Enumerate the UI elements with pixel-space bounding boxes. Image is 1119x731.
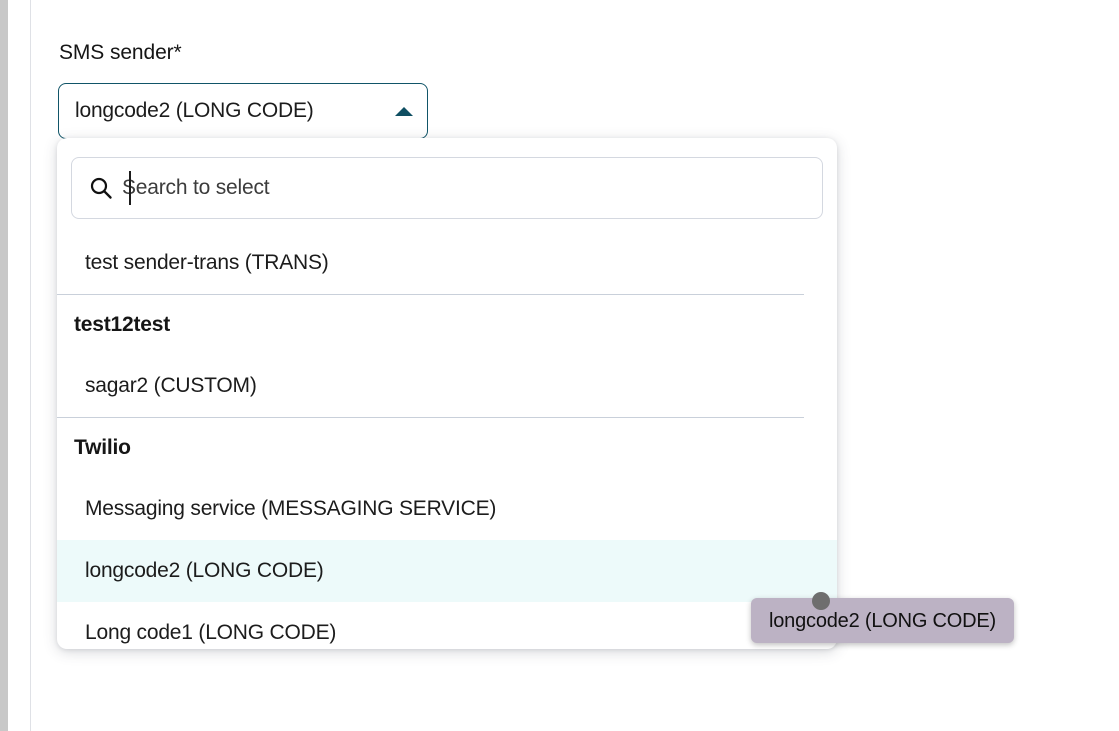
search-input[interactable] bbox=[122, 171, 822, 205]
caret-up-icon[interactable] bbox=[395, 106, 413, 116]
group-label: test12test bbox=[74, 313, 171, 336]
option-group-header: Twilio bbox=[57, 418, 837, 478]
sms-sender-dropdown-panel: test sender-trans (TRANS) test12test sag… bbox=[57, 138, 837, 649]
list-item[interactable]: Long code1 (LONG CODE) bbox=[57, 602, 837, 649]
page-title: SMS sender* bbox=[59, 41, 182, 64]
search-icon bbox=[88, 175, 114, 201]
option-label: longcode2 (LONG CODE) bbox=[85, 559, 324, 582]
tooltip: longcode2 (LONG CODE) bbox=[751, 598, 1015, 643]
group-label: Twilio bbox=[74, 436, 131, 459]
search-text-caret bbox=[129, 171, 131, 205]
option-label: Long code1 (LONG CODE) bbox=[85, 621, 337, 644]
search-field-wrapper[interactable] bbox=[71, 157, 823, 219]
group-divider bbox=[57, 417, 804, 418]
option-label: Messaging service (MESSAGING SERVICE) bbox=[85, 497, 497, 520]
option-label: test sender-trans (TRANS) bbox=[85, 251, 329, 274]
sms-sender-selected-value: longcode2 (LONG CODE) bbox=[75, 99, 314, 122]
list-item[interactable]: sagar2 (CUSTOM) bbox=[57, 355, 837, 417]
list-item[interactable]: Messaging service (MESSAGING SERVICE) bbox=[57, 478, 837, 540]
option-group-header: test12test bbox=[57, 295, 837, 355]
tooltip-label: longcode2 (LONG CODE) bbox=[769, 609, 997, 632]
sms-sender-select-trigger[interactable]: longcode2 (LONG CODE) bbox=[58, 83, 428, 139]
group-divider bbox=[57, 294, 804, 295]
sms-sender-option-list[interactable]: test sender-trans (TRANS) test12test sag… bbox=[57, 232, 837, 649]
list-item[interactable]: test sender-trans (TRANS) bbox=[57, 232, 837, 294]
content-divider-rule bbox=[30, 0, 31, 731]
cursor-pointer-dot bbox=[812, 592, 830, 610]
list-item-selected[interactable]: longcode2 (LONG CODE) bbox=[57, 540, 837, 602]
page-gutter-strip bbox=[0, 0, 8, 731]
option-label: sagar2 (CUSTOM) bbox=[85, 374, 257, 397]
